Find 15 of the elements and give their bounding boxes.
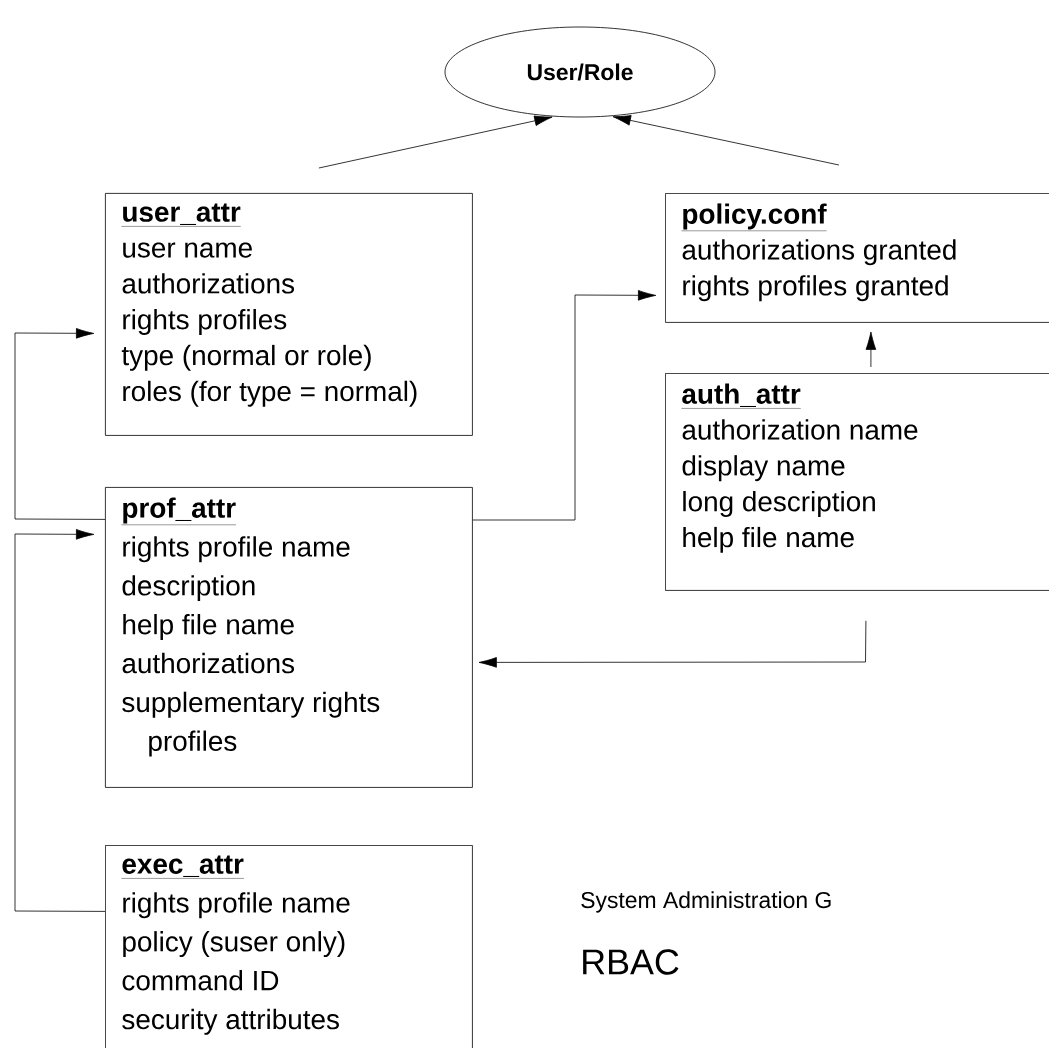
table-box: policy.conf authorizations granted rights profiles granted xyxy=(665,193,1049,323)
arrow xyxy=(478,620,867,668)
source-note: RBAC xyxy=(583,949,679,975)
arrow xyxy=(318,115,553,169)
table-box: prof_attr rights profile name description help file name authorizations supplementary rights profiles xyxy=(105,487,473,788)
source-note: System Administration G xyxy=(581,891,831,913)
arrow xyxy=(612,115,840,166)
table-box: user_attr user name authorizations rights profiles type (normal or role) roles (for type = normal) xyxy=(105,193,473,436)
ellipse-node: User/Role xyxy=(444,26,716,118)
arrow xyxy=(14,529,106,912)
arrow xyxy=(472,290,657,521)
arrow xyxy=(14,328,106,520)
arrow xyxy=(865,331,877,368)
table-box: auth_attr authorization name display name long description help file name xyxy=(665,373,1049,591)
table-box: exec_attr rights profile name policy (suser only) command ID security attributes xyxy=(105,845,473,1048)
